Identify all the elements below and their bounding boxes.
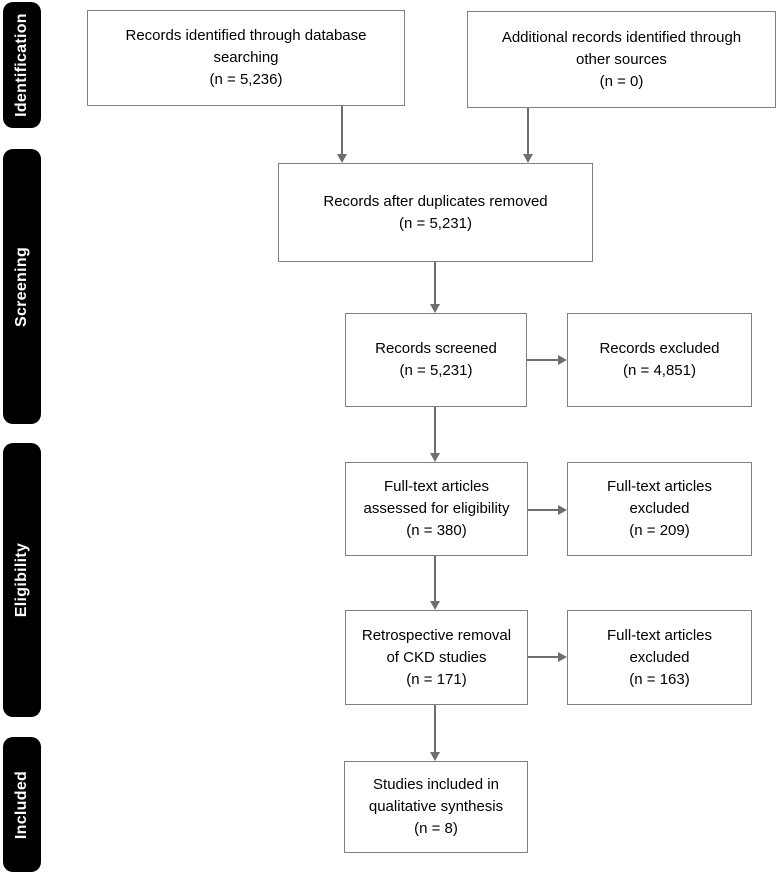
box-count: (n = 5,236) bbox=[209, 71, 283, 88]
box-line: Records excluded bbox=[599, 340, 720, 357]
flow-box-studies-included: Studies included in qualitative synthesi… bbox=[344, 761, 528, 853]
flow-box-additional-records: Additional records identified through ot… bbox=[467, 11, 776, 108]
box-line: Records identified through database bbox=[125, 27, 367, 44]
box-count: (n = 8) bbox=[414, 820, 458, 837]
arrowhead-right-icon bbox=[558, 505, 567, 515]
arrowhead-down-icon bbox=[430, 601, 440, 610]
stage-bar-screening: Screening bbox=[3, 149, 41, 424]
stage-bar-identification: Identification bbox=[3, 2, 41, 128]
arrow-duplicates-removed-to-records-screened bbox=[430, 262, 440, 313]
box-count: (n = 5,231) bbox=[399, 214, 472, 232]
box-line: other sources bbox=[576, 50, 667, 68]
arrow-records-identified-to-duplicates-removed bbox=[337, 106, 347, 163]
stage-label-included: Included bbox=[13, 770, 30, 839]
flow-box-fulltext-assessed: Full-text articles assessed for eligibil… bbox=[345, 462, 528, 556]
box-line: Studies included in bbox=[373, 776, 499, 793]
box-line: Full-text articles bbox=[383, 478, 490, 495]
arrowhead-right-icon bbox=[558, 355, 567, 365]
arrow-fulltext-assessed-to-fulltext-excluded bbox=[528, 505, 567, 515]
box-line: Records after duplicates removed bbox=[323, 192, 548, 210]
box-line: excluded bbox=[629, 500, 690, 517]
arrow-records-screened-to-fulltext-assessed bbox=[430, 407, 440, 462]
box-count: (n = 4,851) bbox=[623, 362, 696, 379]
stage-label-eligibility: Eligibility bbox=[13, 542, 31, 618]
arrowhead-down-icon bbox=[430, 453, 440, 462]
flow-box-records-screened: Records screened (n = 5,231) bbox=[345, 313, 527, 407]
box-line: of CKD studies bbox=[386, 648, 487, 666]
box-line: Records screened bbox=[375, 340, 497, 357]
flow-box-records-identified: Records identified through database sear… bbox=[87, 10, 405, 106]
box-line: Full-text articles bbox=[606, 626, 713, 644]
box-count: (n = 0) bbox=[599, 72, 644, 90]
box-count: (n = 5,231) bbox=[399, 362, 473, 379]
arrowhead-right-icon bbox=[558, 652, 567, 662]
arrow-retrospective-removal-to-fulltext-excluded bbox=[528, 652, 567, 662]
flow-box-duplicates-removed: Records after duplicates removed (n = 5,… bbox=[278, 163, 593, 262]
box-line: Retrospective removal bbox=[361, 626, 512, 644]
box-count: (n = 209) bbox=[629, 522, 690, 539]
arrowhead-down-icon bbox=[523, 154, 533, 163]
box-line: Full-text articles bbox=[606, 478, 713, 495]
flow-box-retrospective-removal: Retrospective removal of CKD studies (n … bbox=[345, 610, 528, 705]
box-line: assessed for eligibility bbox=[363, 500, 510, 517]
arrowhead-down-icon bbox=[430, 752, 440, 761]
arrowhead-down-icon bbox=[430, 304, 440, 313]
stage-bar-included: Included bbox=[3, 737, 41, 872]
box-line: qualitative synthesis bbox=[368, 798, 504, 815]
flow-box-records-excluded: Records excluded (n = 4,851) bbox=[567, 313, 752, 407]
box-count: (n = 380) bbox=[406, 522, 467, 539]
box-count: (n = 163) bbox=[629, 670, 690, 688]
box-line: Additional records identified through bbox=[501, 28, 742, 46]
stage-label-identification: Identification bbox=[13, 13, 31, 117]
box-line: excluded bbox=[629, 648, 690, 666]
arrowhead-down-icon bbox=[337, 154, 347, 163]
box-line: searching bbox=[213, 49, 279, 66]
arrow-retrospective-removal-to-studies-included bbox=[430, 705, 440, 761]
arrow-fulltext-assessed-to-retrospective-removal bbox=[430, 556, 440, 610]
flow-box-fulltext-excluded-2: Full-text articles excluded (n = 163) bbox=[567, 610, 752, 705]
arrow-additional-records-to-duplicates-removed bbox=[523, 108, 533, 163]
box-count: (n = 171) bbox=[406, 670, 467, 688]
arrow-records-screened-to-records-excluded bbox=[527, 355, 567, 365]
stage-bar-eligibility: Eligibility bbox=[3, 443, 41, 717]
stage-label-screening: Screening bbox=[13, 246, 30, 327]
flow-box-fulltext-excluded-1: Full-text articles excluded (n = 209) bbox=[567, 462, 752, 556]
